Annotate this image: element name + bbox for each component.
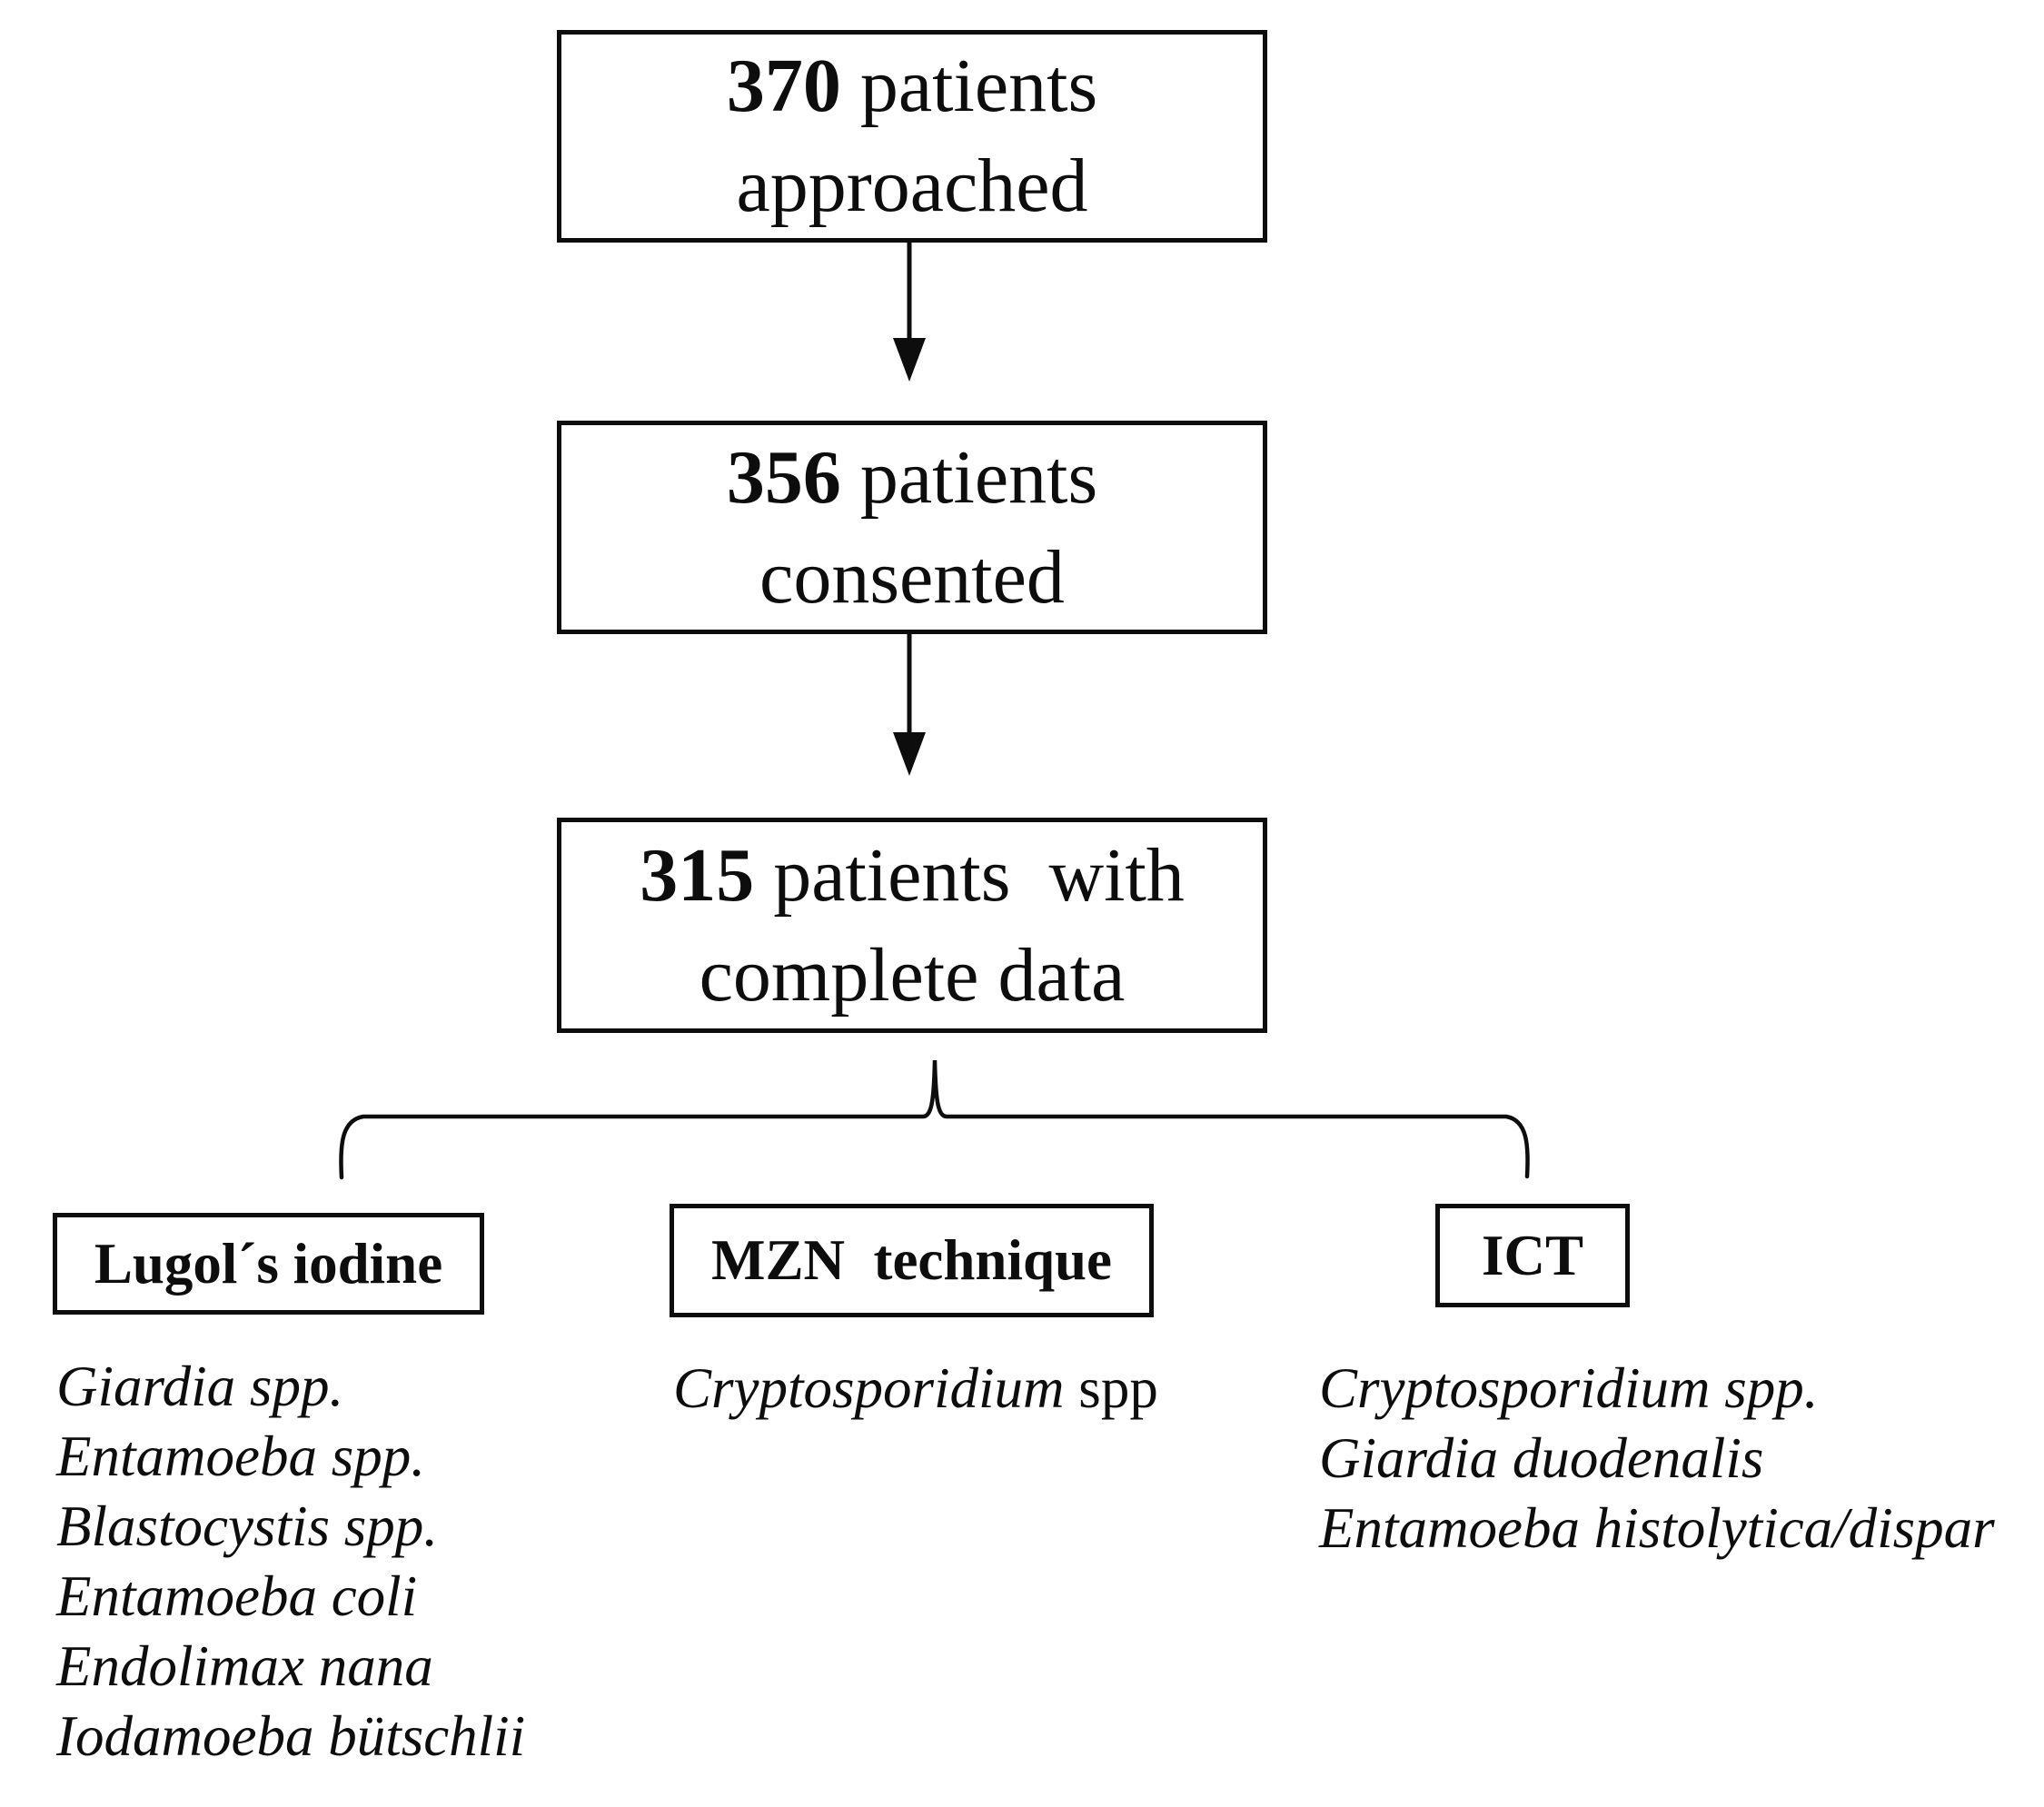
flow-box-text: 370 patients approached [727, 36, 1097, 236]
patient-count: 356 [726, 434, 841, 520]
flow-box-caption: patients with complete data [699, 832, 1185, 1018]
lugol-organism-list: Giardia spp. Entamoeba spp. Blastocystis… [56, 1352, 525, 1772]
arrowhead-down-icon [893, 732, 926, 776]
method-label: ICT [1481, 1223, 1584, 1287]
method-box-lugols-iodine: Lugol´s iodine [53, 1213, 484, 1315]
organism-list-item: Endolimax nana [56, 1634, 433, 1698]
flow-box-text: 315 patients with complete data [640, 826, 1185, 1026]
organism-list-item: Cryptosporidium spp. [1319, 1356, 1819, 1420]
flow-box-caption: patients consented [759, 434, 1098, 620]
organism-name-regular: spp [1064, 1356, 1158, 1420]
patient-count: 370 [726, 44, 841, 128]
organism-list-item: Entamoeba histolytica/dispar [1319, 1496, 1995, 1560]
organism-list-item: Giardia duodenalis [1319, 1426, 1764, 1490]
method-label: MZN technique [711, 1228, 1112, 1292]
flow-box-text: 356 patients consented [727, 428, 1097, 628]
ict-organism-list: Cryptosporidium spp. Giardia duodenalis … [1319, 1354, 1995, 1564]
organism-list-item: Entamoeba coli [56, 1564, 418, 1628]
mzn-organism-list: Cryptosporidium spp [673, 1354, 1158, 1424]
organism-list-item: Giardia spp. [56, 1355, 344, 1418]
organism-list-item: Cryptosporidium spp [673, 1354, 1158, 1424]
organism-list-item: Blastocystis spp. [56, 1494, 438, 1558]
flow-box-consented: 356 patients consented [557, 421, 1267, 634]
method-label: Lugol´s iodine [94, 1231, 443, 1296]
method-box-ict: ICT [1435, 1204, 1630, 1307]
organism-name-italic: Cryptosporidium [673, 1356, 1065, 1420]
method-box-mzn-technique: MZN technique [670, 1204, 1154, 1317]
organism-list-item: Iodamoeba bütschlii [56, 1704, 526, 1768]
arrowhead-down-icon [893, 338, 926, 382]
flow-box-caption: patients approached [736, 44, 1098, 228]
flow-box-approached: 370 patients approached [557, 30, 1267, 243]
brace-connector [339, 1059, 1530, 1180]
organism-list-item: Entamoeba spp. [56, 1425, 425, 1488]
flow-box-complete-data: 315 patients with complete data [557, 818, 1267, 1033]
patient-count: 315 [640, 832, 755, 918]
